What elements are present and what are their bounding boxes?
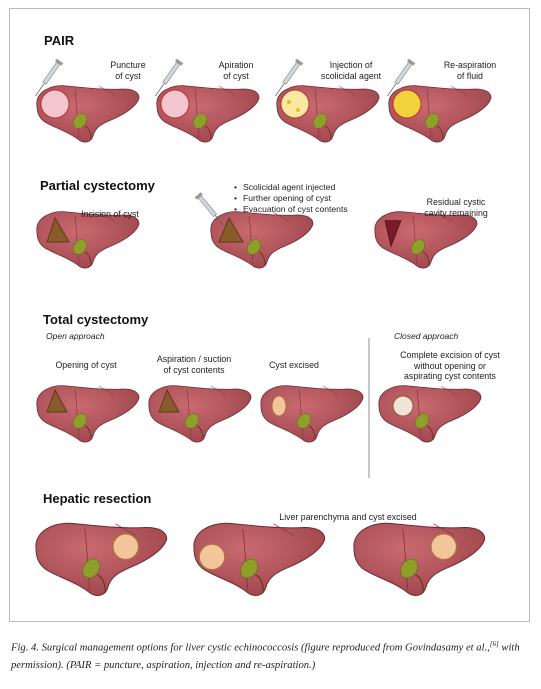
- total-liver-3: [260, 385, 364, 443]
- partial-step-3-label: Residual cystic cavity remaining: [424, 197, 488, 218]
- partial-liver-1: [36, 211, 140, 269]
- caption-text-1: Fig. 4. Surgical management options for …: [11, 642, 490, 654]
- partial-liver-2: [210, 211, 314, 269]
- partial-bullet-2: Further opening of cyst: [234, 193, 348, 204]
- partial-liver-3: [374, 211, 478, 269]
- hepatic-liver-2: [193, 522, 326, 597]
- figure-frame: [9, 8, 530, 622]
- partial-bullet-3: Evacuation of cyst contents: [234, 204, 348, 215]
- caption-reference: [6]: [489, 640, 499, 648]
- partial-step-2-bullets: Scolicidal agent injected Further openin…: [234, 182, 348, 215]
- total-step-1-label: Opening of cyst: [55, 360, 117, 370]
- total-cystectomy-title: Total cystectomy: [43, 312, 149, 327]
- pair-liver-3: [276, 85, 380, 143]
- figure-caption: Fig. 4. Surgical management options for …: [11, 636, 531, 674]
- pair-step-4-label: Re-aspiration of fluid: [443, 60, 497, 81]
- total-step-3-label: Cyst excised: [269, 360, 319, 370]
- pair-liver-2: [156, 85, 260, 143]
- hepatic-liver-1: [35, 522, 168, 597]
- pair-step-1-label: Puncture of cyst: [110, 60, 146, 81]
- closed-approach-label: Closed approach: [394, 331, 459, 341]
- pair-step-2-label: Apiration of cyst: [218, 60, 254, 81]
- pair-title: PAIR: [44, 33, 75, 48]
- total-liver-2: [148, 385, 252, 443]
- total-step-2-label: Aspiration / suction of cyst contents: [156, 354, 232, 375]
- pair-liver-1: [36, 85, 140, 143]
- hepatic-resection-title: Hepatic resection: [43, 491, 152, 506]
- total-step-4-label: Complete excision of cyst without openin…: [400, 350, 500, 381]
- figure-illustration: [31, 58, 492, 597]
- partial-cystectomy-title: Partial cystectomy: [40, 178, 155, 193]
- caption-text-2: with permission). (PAIR = puncture, aspi…: [11, 642, 520, 671]
- pair-liver-4: [388, 85, 492, 143]
- partial-step-1-label: Incision of cyst: [81, 209, 139, 219]
- hepatic-resection-label: Liver parenchyma and cyst excised: [279, 512, 417, 522]
- open-approach-label: Open approach: [46, 331, 105, 341]
- partial-bullet-1: Scolicidal agent injected: [234, 182, 348, 193]
- total-liver-4: [378, 385, 482, 443]
- pair-step-3-label: Injection of scolicidal agent: [320, 60, 382, 81]
- total-liver-1: [36, 385, 140, 443]
- hepatic-liver-3: [353, 522, 486, 597]
